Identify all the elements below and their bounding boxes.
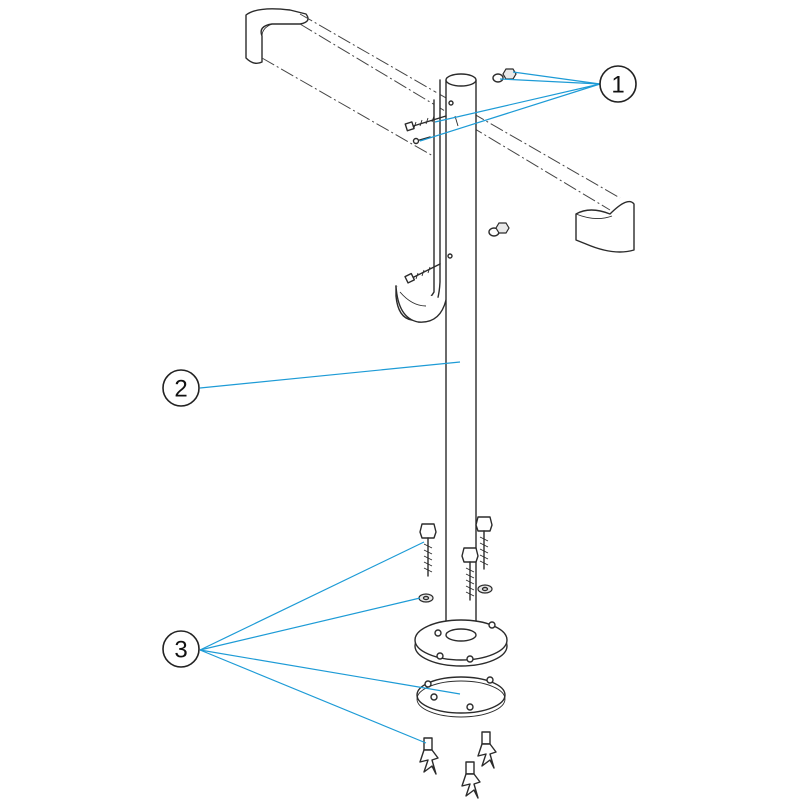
anchor (477, 731, 497, 769)
callout-3-label: 3 (174, 637, 187, 664)
top-rail (245, 8, 635, 253)
base-gasket (416, 676, 506, 718)
anchor (419, 737, 439, 775)
callout-2: 2 (162, 369, 200, 407)
callout-3: 3 (162, 630, 200, 668)
base-flange (414, 619, 508, 667)
lag-bolts (419, 516, 493, 601)
anchor (461, 761, 481, 799)
lag-bolt (419, 523, 437, 577)
leader-lines (199, 71, 601, 744)
lag-bolt (461, 547, 479, 601)
wall-anchors (419, 731, 497, 799)
hook-bracket (395, 79, 447, 323)
screw-small (412, 136, 431, 145)
lag-bolt (475, 516, 493, 570)
bolt-lower (404, 263, 441, 284)
nut-washer-lower (488, 222, 510, 237)
washers (418, 584, 493, 603)
callout-2-label: 2 (174, 376, 187, 403)
callout-1-label: 1 (611, 72, 624, 99)
nut-washer-top (492, 68, 517, 83)
top-fasteners (404, 68, 517, 284)
bolt-upper (404, 115, 447, 132)
callout-1: 1 (599, 65, 637, 103)
